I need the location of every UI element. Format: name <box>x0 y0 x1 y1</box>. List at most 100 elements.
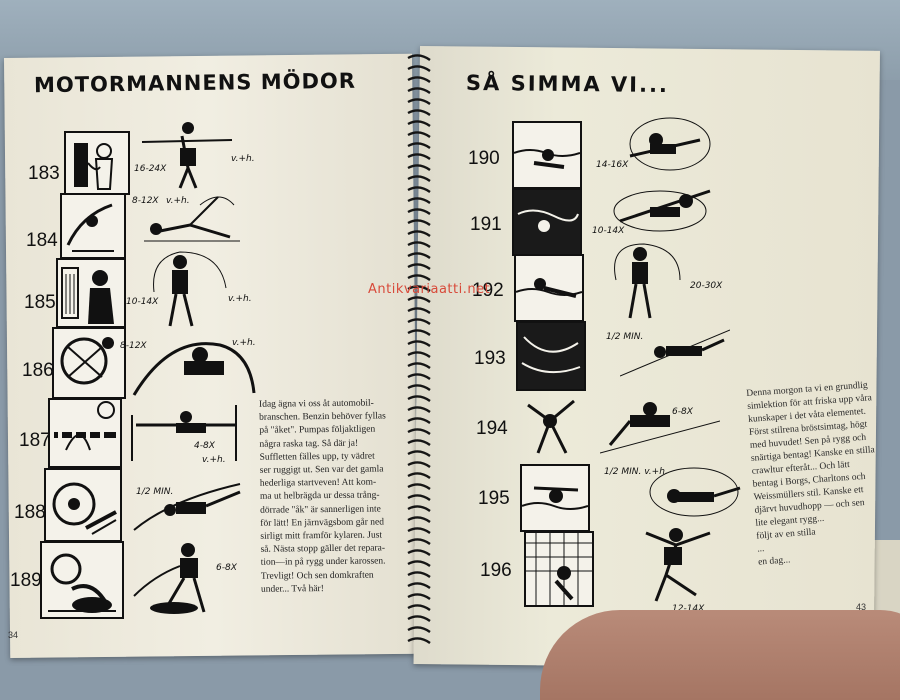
spiral-coil <box>407 263 431 270</box>
spiral-coil <box>407 560 431 567</box>
illustration-panel <box>518 391 584 459</box>
spiral-coil <box>407 186 431 193</box>
exercise-figure <box>590 110 720 180</box>
spiral-coil <box>407 439 431 446</box>
exercise-number: 194 <box>476 418 508 439</box>
side-note: v.+h. <box>166 196 190 206</box>
spiral-coil <box>407 549 431 556</box>
rep-count: 1/2 MIN. <box>606 332 644 342</box>
spiral-coil <box>407 494 431 501</box>
rep-count: 14-16X <box>596 160 629 170</box>
exercise-number: 186 <box>22 360 54 381</box>
spiral-coil <box>407 98 431 105</box>
rep-count: 10-14X <box>592 226 625 236</box>
spiral-binding <box>404 50 434 660</box>
spiral-coil <box>407 340 431 347</box>
exercise-number: 185 <box>24 292 56 313</box>
spiral-coil <box>407 615 431 622</box>
exercise-figure <box>124 536 254 616</box>
rep-count: 20-30X <box>690 281 723 291</box>
exercise-number: 196 <box>480 560 512 581</box>
illustration-panel <box>516 321 586 391</box>
spiral-coil <box>407 450 431 457</box>
left-page-title: MOTORMANNENS MÖDOR <box>33 68 357 98</box>
spiral-coil <box>407 285 431 292</box>
exercise-number: 190 <box>468 148 500 169</box>
spiral-coil <box>407 428 431 435</box>
spiral-coil <box>407 461 431 468</box>
exercise-number: 183 <box>28 163 60 184</box>
spiral-coil <box>407 274 431 281</box>
rep-count: 6-8X <box>216 563 237 573</box>
spiral-coil <box>407 395 431 402</box>
spiral-coil <box>407 131 431 138</box>
illustration-panel <box>524 531 594 607</box>
spiral-coil <box>407 604 431 611</box>
spiral-coil <box>407 362 431 369</box>
illustration-panel <box>48 398 122 468</box>
illustration-panel <box>52 327 126 399</box>
spiral-coil <box>407 164 431 171</box>
page-number: 34 <box>8 630 19 640</box>
rep-count: 10-14X <box>126 297 159 307</box>
right-side-text: Denna morgon ta vi en grundlig simlektio… <box>746 377 900 570</box>
spiral-coil <box>407 65 431 72</box>
rep-count: 8-12X <box>120 341 147 351</box>
spiral-coil <box>407 571 431 578</box>
illustration-panel <box>44 468 122 542</box>
exercise-number: 193 <box>474 348 506 369</box>
spiral-coil <box>407 384 431 391</box>
illustration-panel <box>512 188 582 256</box>
text-line: tion—in på rygg under karossen. <box>260 556 386 569</box>
exercise-figure <box>600 240 710 320</box>
exercise-number: 195 <box>478 488 510 509</box>
spiral-coil <box>407 175 431 182</box>
spiral-coil <box>407 76 431 83</box>
exercise-number: 184 <box>26 230 58 251</box>
spiral-coil <box>407 593 431 600</box>
spiral-coil <box>407 54 431 61</box>
illustration-panel <box>40 541 124 619</box>
text-line: dörrade "åk" är sannerligen inte <box>260 504 381 516</box>
spiral-coil <box>407 120 431 127</box>
spiral-coil <box>407 142 431 149</box>
spiral-coil <box>407 318 431 325</box>
spiral-coil <box>407 87 431 94</box>
exercise-figure <box>130 470 245 534</box>
spiral-coil <box>407 252 431 259</box>
spiral-coil <box>407 527 431 534</box>
text-line: under... Två här! <box>260 583 324 595</box>
spiral-coil <box>407 505 431 512</box>
rep-count: 16-24X <box>134 164 167 174</box>
rep-count: 1/2 MIN. <box>136 487 174 497</box>
spiral-coil <box>407 153 431 160</box>
side-note: v.+h. <box>228 294 252 304</box>
exercise-number: 189 <box>10 570 42 591</box>
spiral-coil <box>407 483 431 490</box>
spiral-coil <box>407 626 431 633</box>
spiral-coil <box>407 516 431 523</box>
illustration-panel <box>512 121 582 189</box>
illustration-panel <box>64 131 130 195</box>
exercise-figure <box>626 525 736 605</box>
illustration-panel <box>60 193 126 259</box>
rep-count: 12-14X <box>672 604 705 614</box>
exercise-number: 191 <box>470 214 502 235</box>
spiral-coil <box>407 538 431 545</box>
spiral-coil <box>407 197 431 204</box>
rep-count: 4-8X <box>194 441 215 451</box>
rep-count: 1/2 MIN. v.+h. <box>604 467 668 477</box>
exercise-figure <box>130 185 250 249</box>
exercise-number: 192 <box>472 280 504 301</box>
exercise-number: 188 <box>14 502 46 523</box>
exercise-figure <box>140 248 250 330</box>
exercise-figure <box>600 395 720 457</box>
exercise-figure <box>132 120 252 190</box>
spiral-coil <box>407 637 431 644</box>
spiral-coil <box>407 307 431 314</box>
page-number: 43 <box>856 602 867 612</box>
hand <box>540 610 900 700</box>
spiral-coil <box>407 329 431 336</box>
spiral-coil <box>407 241 431 248</box>
spiral-coil <box>407 230 431 237</box>
